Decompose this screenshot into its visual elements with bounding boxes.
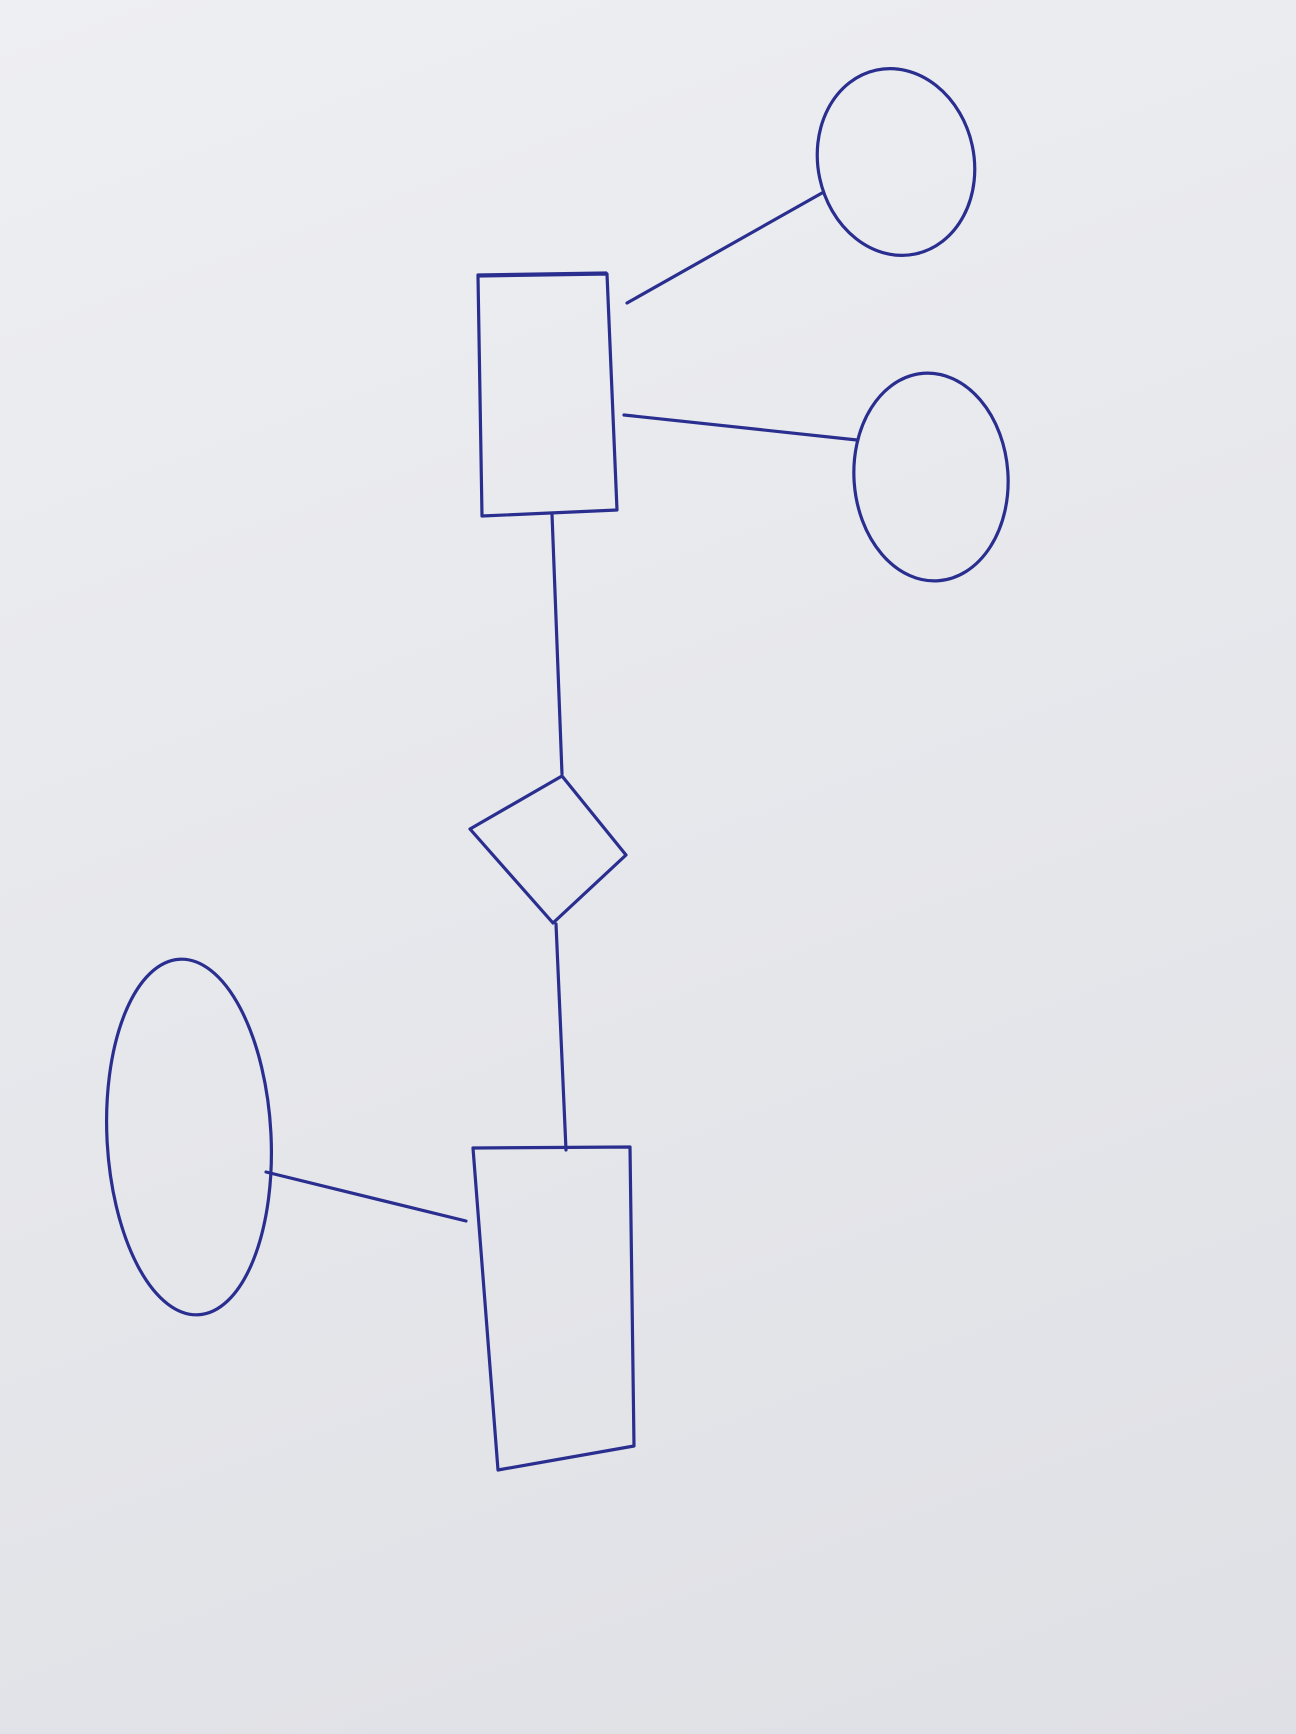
connector-entity-top-attribute-1 xyxy=(625,191,824,305)
attribute-bottom-ellipse xyxy=(104,957,274,1317)
entity-top-rectangle xyxy=(476,272,619,518)
entity-top-rectangle-edge xyxy=(476,271,608,277)
connector-entity-bottom-attribute xyxy=(264,1170,468,1223)
attribute-top-1-ellipse xyxy=(815,67,977,257)
entity-bottom-rectangle xyxy=(471,1145,636,1472)
connector-relationship-entity-bottom xyxy=(554,922,568,1152)
relationship-diamond xyxy=(468,774,628,925)
attribute-top-2-ellipse xyxy=(852,371,1010,583)
connector-entity-top-relationship xyxy=(550,512,564,776)
connector-entity-top-attribute-2 xyxy=(622,413,859,442)
